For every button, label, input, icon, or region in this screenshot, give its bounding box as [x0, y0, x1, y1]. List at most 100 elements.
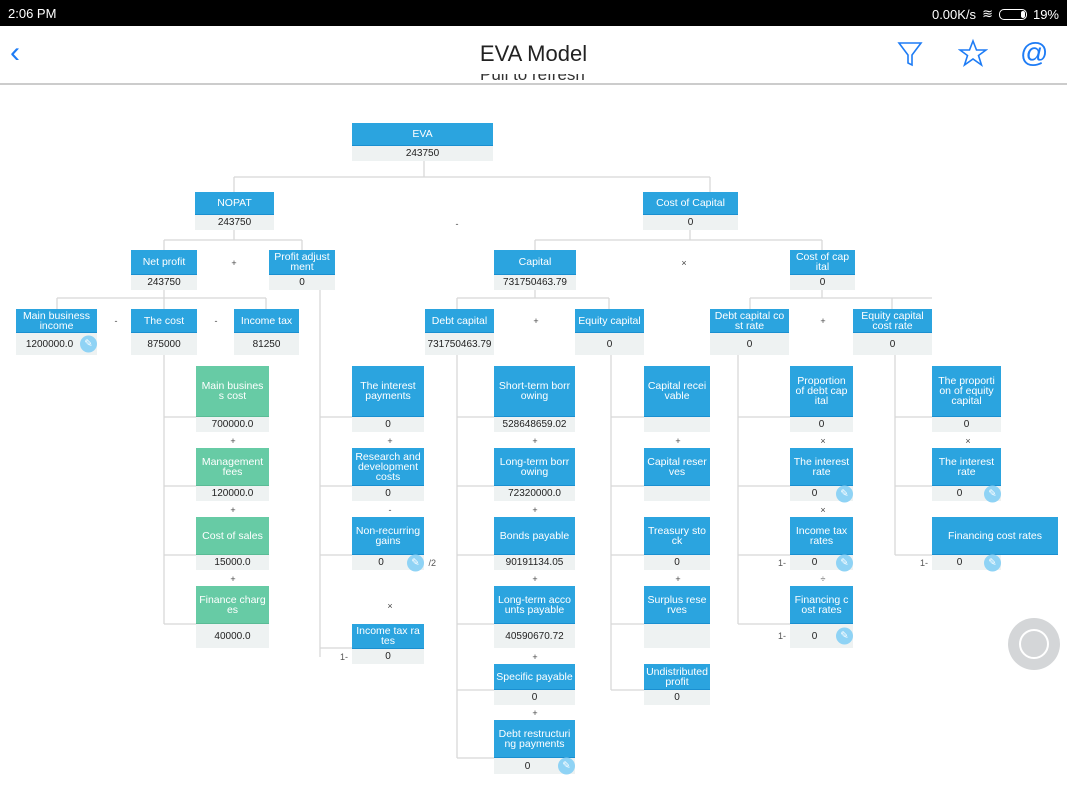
node-label: Profit adjust ment: [269, 250, 335, 275]
operator-sign: ×: [820, 436, 826, 446]
node-capital-receivable[interactable]: Capital recei vable: [644, 366, 710, 432]
node-value: 0: [790, 275, 855, 290]
node-value: 81250: [234, 333, 299, 355]
node-specific-payable[interactable]: Specific payable 0: [494, 664, 575, 705]
pencil-edit-icon[interactable]: ✎: [984, 554, 1001, 571]
pencil-edit-icon[interactable]: ✎: [984, 485, 1001, 502]
node-label: Bonds payable: [494, 517, 575, 555]
pencil-edit-icon[interactable]: ✎: [407, 554, 424, 571]
operator-sign: ×: [681, 258, 687, 268]
node-value: 90191134.05: [494, 555, 575, 570]
filter-icon[interactable]: [896, 38, 924, 75]
operator-sign: -: [388, 505, 392, 515]
node-prefix: 1-: [340, 651, 349, 662]
node-value: 528648659.02: [494, 417, 575, 432]
operator-sign: +: [231, 258, 237, 268]
node-label: Debt capital: [425, 309, 494, 333]
pencil-edit-icon[interactable]: ✎: [558, 757, 575, 775]
node-label: Short-term borr owing: [494, 366, 575, 417]
at-icon[interactable]: @: [1020, 37, 1049, 68]
node-value: 0: [269, 275, 335, 290]
pencil-edit-icon[interactable]: ✎: [836, 485, 853, 502]
node-value-text: 0: [531, 692, 538, 703]
node-value-text: 72320000.0: [508, 488, 561, 499]
page-title: EVA Model: [479, 41, 588, 66]
floating-assistive-button[interactable]: [1008, 618, 1060, 670]
node-undistributed-profit[interactable]: Undistributed profit 0: [644, 664, 710, 705]
node-value-text: 0: [889, 338, 896, 350]
node-value: 731750463.79: [425, 333, 494, 355]
operator-sign: -: [114, 316, 118, 326]
network-speed: 0.00K/s: [931, 6, 977, 22]
node-value: 0: [644, 690, 710, 705]
pencil-edit-icon[interactable]: ✎: [836, 627, 853, 645]
node-label: Financing cost rates: [932, 517, 1058, 555]
node-label: The interest rate: [932, 448, 1001, 486]
node-label: Capital reser ves: [644, 448, 710, 486]
node-value-text: 1200000.0: [25, 338, 74, 350]
node-label: Undistributed profit: [644, 664, 710, 690]
pencil-edit-icon[interactable]: ✎: [836, 554, 853, 571]
node-value: 0: [575, 333, 644, 355]
node-label: Surplus rese rves: [644, 586, 710, 624]
node-value: 0: [494, 690, 575, 705]
node-label: Specific payable: [494, 664, 575, 690]
node-value: 243750: [195, 215, 274, 230]
star-icon[interactable]: [957, 38, 989, 75]
node-value-text: 0: [606, 338, 613, 350]
node-capital-reserves[interactable]: Capital reser ves: [644, 448, 710, 501]
node-value: 0✎: [494, 757, 575, 775]
node-label: Capital recei vable: [644, 366, 710, 417]
node-surplus-reserves[interactable]: Surplus rese rves: [644, 586, 710, 648]
node-value: 120000.0: [196, 486, 269, 501]
node-label: Cost of sales: [196, 517, 269, 555]
node-value: 875000: [131, 333, 197, 355]
node-value-text: 0: [524, 760, 531, 772]
operator-sign: ×: [387, 601, 393, 611]
pencil-edit-icon[interactable]: ✎: [80, 335, 97, 353]
chevron-left-icon[interactable]: ‹: [10, 36, 20, 69]
node-value: [644, 417, 710, 432]
node-value-text: 0: [674, 692, 680, 703]
node-value-text: 0: [687, 217, 694, 228]
node-value-text: 81250: [252, 338, 281, 350]
operator-sign: ×: [820, 505, 826, 515]
node-value: 15000.0: [196, 555, 269, 570]
status-bar: 2:06 PM 0.00K/s ≋ 19%: [0, 0, 1067, 26]
